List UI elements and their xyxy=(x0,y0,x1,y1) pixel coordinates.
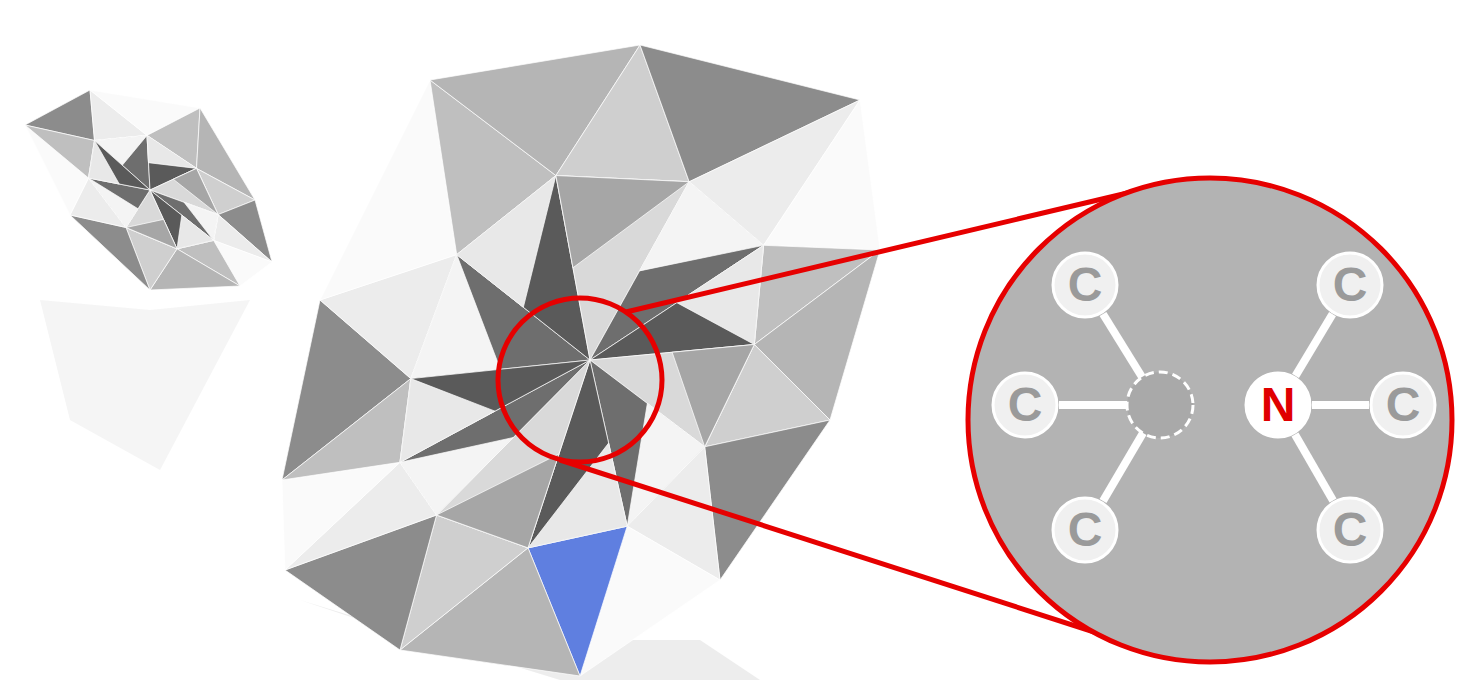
diamond-facet xyxy=(89,141,120,185)
atom-symbol: C xyxy=(1333,261,1368,309)
diamond-facet xyxy=(147,108,200,168)
atom-symbol: C xyxy=(1386,381,1421,429)
big-diamond xyxy=(282,45,880,680)
diamond-facet xyxy=(457,176,556,308)
zoom-circle xyxy=(968,178,1452,662)
magnifier-circle xyxy=(498,298,662,462)
atom-circle xyxy=(1318,253,1382,317)
atom-symbol: C xyxy=(1333,506,1368,554)
atom-node: C xyxy=(1369,371,1437,439)
atom-symbol: C xyxy=(1068,506,1103,554)
atom-circle xyxy=(1053,498,1117,562)
atom-node: C xyxy=(1051,496,1119,564)
bond-line xyxy=(1312,401,1369,409)
atom-node: C xyxy=(991,371,1059,439)
atom-node: C xyxy=(1051,251,1119,319)
atom-node: C xyxy=(1316,496,1384,564)
diamond-facet xyxy=(177,215,214,249)
small-diamond xyxy=(25,90,272,470)
atom-circle xyxy=(1371,373,1435,437)
atom-symbol: C xyxy=(1008,381,1043,429)
diamond-facet xyxy=(590,182,764,360)
diamond-facet xyxy=(400,379,495,463)
diamond-facet xyxy=(764,100,880,250)
bond-line xyxy=(1103,314,1142,377)
atom-node: N xyxy=(1244,371,1312,439)
bond-line xyxy=(1059,401,1127,409)
atom-circle xyxy=(993,373,1057,437)
diamond-facet xyxy=(126,219,177,248)
diamond-facet xyxy=(400,360,590,462)
diamond-reflection xyxy=(40,300,250,470)
atom-circle xyxy=(1053,253,1117,317)
bond-line xyxy=(1295,314,1332,376)
atom-symbol: C xyxy=(1068,261,1103,309)
diamond-facet xyxy=(70,215,150,290)
diamond-facet xyxy=(400,360,590,515)
atom-node: C xyxy=(1316,251,1384,319)
vacancy-site xyxy=(1127,372,1193,438)
bond-line xyxy=(1103,433,1143,501)
diamond-facet xyxy=(25,125,95,178)
diamond-facet xyxy=(282,462,400,570)
atom-circle xyxy=(1318,498,1382,562)
diamond-facet xyxy=(89,141,151,191)
diamond-facet xyxy=(147,135,197,168)
bond-line xyxy=(1295,434,1333,500)
atom-symbol: N xyxy=(1261,381,1296,429)
diamond-facet xyxy=(282,379,411,480)
diamond-facet xyxy=(705,420,830,580)
diamond-facet xyxy=(590,245,764,360)
atom-circle xyxy=(1246,373,1310,437)
diamond-facet xyxy=(627,403,705,526)
